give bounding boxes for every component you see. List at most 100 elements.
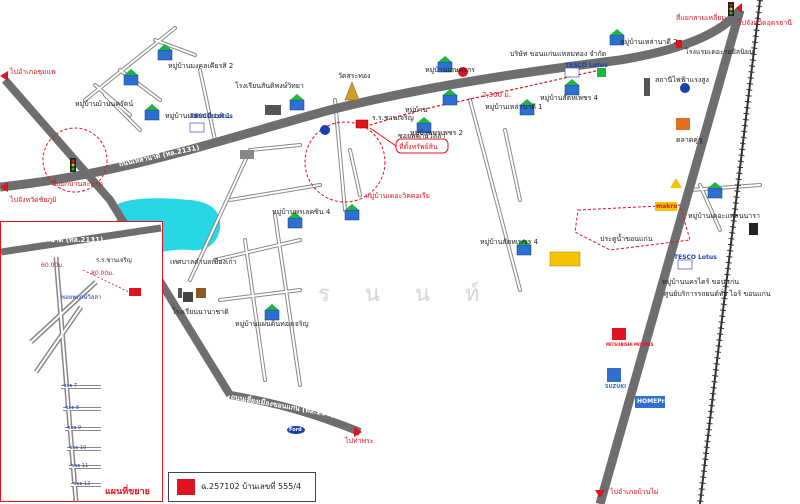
mcdonalds-icon [670, 178, 682, 188]
arrow-left-chaiyaphum [0, 182, 8, 192]
label-soi: ซอยพฤกษ์วิลล่า [398, 132, 446, 140]
label-satisan: หมู่บ้านสัตหเพชร 4 [540, 94, 599, 102]
label-khonkaen-kitchen: หมู่บ้าน [405, 106, 428, 114]
direction-chumphae: ไปอำเภอชุมแพ [10, 68, 56, 76]
label-bansuan: หมู่บ้านแผ่นดินทองเจริญ [235, 320, 309, 328]
brand-tesco-mid: TESCO Lotus [565, 62, 608, 69]
main-road-2131 [0, 7, 744, 192]
label-municipal: เทศบาลตำบลเมืองเก่า [170, 258, 237, 266]
brand-makro: makro [656, 203, 678, 210]
inset-soi-label: ซอยพฤกษ์วิลล่า [61, 294, 102, 301]
label-phuwiang4: หมู่บ้านพรเลคซิน 4 [272, 208, 331, 216]
label-sriwang: หมู่บ้านสัตหเพชร 4 [480, 238, 539, 246]
inset-road-label: ถนนเหล่านาดี (ทล.2131) [21, 236, 104, 244]
label-property: ที่ตั้งทรัพย์สิน [399, 143, 438, 151]
label-company: บริษัท ขอนแก่นแหลมทอง จำกัด [510, 50, 607, 58]
label-school-wittaya: โรงเรียนสันติพงษ์วิทยา [235, 82, 304, 90]
homepro-icon [635, 396, 665, 408]
label-market: ตลาดคู่ชู [676, 136, 703, 144]
tesco-icon-top [189, 122, 205, 133]
traffic-light-right [728, 2, 734, 16]
brand-suzuki: SUZUKI [605, 384, 627, 390]
railway [699, 0, 761, 504]
label-fairy: หมู่บ้านเดอะแพลนนารา [688, 212, 760, 220]
arrow-down-banphai [595, 490, 605, 498]
brand-ford: Ford [289, 427, 302, 433]
label-convention: ประตูน้ำขอนแก่น [600, 235, 653, 243]
ptt-icon-2 [680, 83, 690, 93]
arrow-bypass-end [354, 427, 362, 437]
inset-soi-8: ซอย 8 [65, 405, 80, 411]
direction-banphai: ไปอำเภอบ้านไผ่ [610, 488, 659, 496]
tesco-icon-mid [564, 67, 580, 78]
tesco-icon-right [677, 259, 693, 270]
inset-school-label: ร.ร.ชานเจริญ [96, 257, 132, 264]
inset-soi-12: ซอย 12 [73, 481, 91, 487]
label-service-center: ศูนย์บริการรถยนต์ทั่ว ไอร้ ขอนแก่น [664, 290, 771, 298]
label-distance: 2,300 ม. [482, 91, 512, 99]
suzuki-icon [607, 368, 621, 382]
label-school-ek: ร.ร.ชานเจริญ [372, 114, 414, 122]
mitraphap-road [595, 8, 745, 504]
makro-icon [655, 202, 677, 211]
power-station-icon [644, 78, 650, 96]
direction-chaiyaphum: ไปจังหวัดชัยภูมิ [10, 196, 57, 204]
label-tesco-lotus-r: หมู่บ้านนครไดร้ ขอนแก่น [662, 278, 739, 286]
inset-title: แผนที่ขยาย [105, 487, 150, 497]
label-power: สถานีไฟฟ้าแรงสูง [655, 76, 709, 84]
junction-left-label: สี่แยกบ้านสะอาด [52, 180, 103, 188]
arrow-left-chumphae [0, 71, 8, 81]
temple-icon [344, 81, 360, 101]
label-lao2: หมู่บ้านเหล่านาดี 2 [620, 38, 678, 46]
train-icon [749, 223, 758, 235]
seven-eleven-icon [597, 68, 606, 77]
route-dashed [359, 69, 601, 129]
brand-homepro: HOMEPro [637, 398, 669, 405]
municipal-icon [183, 292, 193, 302]
traffic-light-left [70, 158, 76, 172]
shell-icon [458, 67, 468, 77]
inset-soi-7: ซอย 7 [63, 383, 78, 389]
bypass-230 [229, 391, 362, 436]
junction-circle-left [42, 127, 108, 193]
label-lao1: หมู่บ้านเหล่านาดี 1 [485, 103, 543, 111]
label-village-top: หมู่บ้านบ้านนครัตน์ [75, 100, 134, 108]
ptt-icon [320, 125, 330, 135]
inset-drawing [1, 224, 162, 501]
ford-icon [287, 426, 305, 434]
direction-udon: ไปจังหวัดอุดรธานี [738, 19, 793, 27]
school-nana-icon [196, 288, 206, 298]
label-phuwiang: หมู่บ้านพรเพชร 2 [410, 129, 463, 137]
label-deer-village: หมู่บ้านเดอะวิคตอเรีย [365, 192, 430, 200]
convention-icon [549, 251, 581, 267]
label-hotel: โรงแรมเดอะรอยัลนิยม [685, 48, 754, 56]
label-school-nana: โรงเรียนนานาชาติ [172, 308, 229, 316]
inset-map: ถนนเหล่านาดี (ทล.2131) ซอยพฤกษ์วิลล่า ร.… [0, 221, 163, 502]
label-mueang-ek1: หมู่บ้านมงคลเคียรสิ 1 [165, 112, 231, 120]
direction-thapra: ไปท่าพระ [345, 437, 374, 445]
watermark: ร น น ท์ [318, 282, 494, 307]
brand-tesco-top: TESCO Lotus [190, 113, 233, 120]
property-circle [304, 121, 386, 203]
inset-soi-11: ซอย 11 [71, 463, 89, 469]
inset-dist-2: 80.00ม. [91, 270, 115, 277]
property-marker [355, 119, 369, 129]
market-icon [676, 118, 690, 130]
legend-swatch [177, 479, 195, 495]
inset-soi-9: ซอย 9 [67, 425, 82, 431]
label-mueang-ek2: หมู่บ้านมงคลเคียรสิ 2 [168, 62, 234, 70]
road-chumphae [1, 77, 234, 398]
house-roofs [124, 29, 722, 310]
legend: ฉ.257102 บ้านเลขที่ 555/4 [168, 472, 316, 502]
arrow-right-udon [736, 3, 742, 13]
label-kaset: หมู่บ้านเกษตรกร [425, 66, 475, 74]
railway-ties [697, 0, 763, 504]
factory-icon [240, 150, 254, 159]
junction-right-label: สี่แยกสามเหลี่ยม [676, 14, 726, 22]
inset-soi-10: ซอย 10 [69, 445, 87, 451]
school-icon [265, 105, 281, 115]
inset-dist-1: 60.00ม. [41, 262, 65, 269]
mitsubishi-icon [612, 328, 626, 340]
